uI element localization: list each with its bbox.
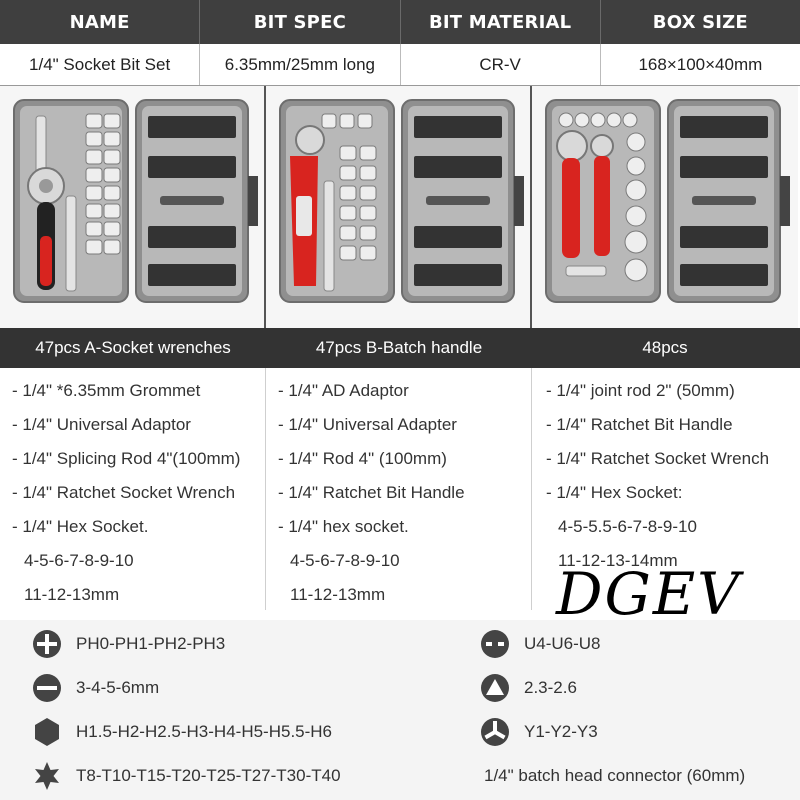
set-b-title: 47pcs B-Batch handle: [315, 338, 483, 357]
legend-item-connector: 1/4" batch head connector (60mm): [484, 756, 745, 796]
list-item: - 1/4" hex socket.: [278, 517, 409, 536]
value-name: 1/4" Socket Bit Set: [0, 44, 201, 85]
set-a-title: 47pcs A-Socket wrenches: [35, 338, 231, 357]
legend-item-slotted: 3-4-5-6mm: [32, 668, 159, 708]
product-photos: [0, 86, 800, 328]
legend-text: 1/4" batch head connector (60mm): [484, 766, 746, 785]
list-item: 11-12-13mm: [290, 585, 386, 604]
list-item: - 1/4" Rod 4" (100mm): [278, 449, 447, 468]
list-item: - 1/4" joint rod 2" (50mm): [546, 381, 735, 400]
set-b-list: - 1/4" AD Adaptor - 1/4" Universal Adapt…: [266, 368, 532, 610]
set-c-list: - 1/4" joint rod 2" (50mm) - 1/4" Ratche…: [532, 368, 798, 610]
list-item: - 1/4" Ratchet Bit Handle: [278, 483, 465, 502]
legend-item-torx: T8-T10-T15-T20-T25-T27-T30-T40: [32, 756, 341, 796]
header-box-size: BOX SIZE: [652, 11, 748, 33]
legend-text: PH0-PH1-PH2-PH3: [76, 634, 226, 653]
legend-item-triangle: 2.3-2.6: [480, 668, 577, 708]
set-a-list: - 1/4" *6.35mm Grommet - 1/4" Universal …: [0, 368, 266, 610]
list-item: 4-5-6-7-8-9-10: [290, 551, 400, 570]
set-c-title: 48pcs: [642, 338, 688, 357]
list-item: 11-12-13mm: [24, 585, 120, 604]
list-item: - 1/4" Hex Socket.: [12, 517, 149, 536]
list-item: - 1/4" AD Adaptor: [278, 381, 409, 400]
list-item: - 1/4" *6.35mm Grommet: [12, 381, 201, 400]
photo-set-b: [266, 86, 532, 328]
brand-logo: DGEV: [556, 560, 742, 628]
legend-text: H1.5-H2-H2.5-H3-H4-H5-H5.5-H6: [76, 722, 333, 741]
spec-table-header: NAME BIT SPEC BIT MATERIAL BOX SIZE: [0, 0, 800, 44]
legend-item-phillips: PH0-PH1-PH2-PH3: [32, 624, 225, 664]
set-content-lists: - 1/4" *6.35mm Grommet - 1/4" Universal …: [0, 368, 800, 610]
list-item: 4-5-5.5-6-7-8-9-10: [558, 517, 697, 536]
photo-set-a: [0, 86, 266, 328]
legend-item-hex: H1.5-H2-H2.5-H3-H4-H5-H5.5-H6: [32, 712, 332, 752]
value-box-size: 168×100×40mm: [638, 54, 763, 74]
list-item: - 1/4" Hex Socket:: [546, 483, 683, 502]
list-item: 4-5-6-7-8-9-10: [24, 551, 134, 570]
list-item: 11-12-13-14mm: [558, 551, 678, 570]
list-item: - 1/4" Universal Adaptor: [12, 415, 191, 434]
u-bit-icon: [481, 630, 509, 658]
legend-text: U4-U6-U8: [524, 634, 601, 653]
triangle-icon: [481, 674, 509, 702]
legend-text: 3-4-5-6mm: [76, 678, 160, 697]
legend-item-u-bit: U4-U6-U8: [480, 624, 601, 664]
header-bit-spec: BIT SPEC: [200, 0, 401, 44]
set-titles-band: 47pcs A-Socket wrenches 47pcs B-Batch ha…: [0, 328, 800, 368]
header-bit-material: BIT MATERIAL: [401, 0, 601, 44]
tri-wing-icon: [481, 718, 509, 746]
spec-table-values: 1/4" Socket Bit Set 6.35mm/25mm long CR-…: [0, 44, 800, 86]
legend-text: Y1-Y2-Y3: [524, 722, 598, 741]
value-bit-spec: 6.35mm/25mm long: [200, 44, 401, 85]
bit-legend: PH0-PH1-PH2-PH3 3-4-5-6mm H1.5-H2-H2.5-H…: [0, 620, 800, 800]
list-item: - 1/4" Ratchet Socket Wrench: [546, 449, 770, 468]
legend-item-tri-wing: Y1-Y2-Y3: [480, 712, 598, 752]
value-bit-material: CR-V: [401, 44, 601, 85]
legend-text: T8-T10-T15-T20-T25-T27-T30-T40: [76, 766, 341, 785]
list-item: - 1/4" Splicing Rod 4"(100mm): [12, 449, 241, 468]
photo-set-c: [532, 86, 798, 328]
list-item: - 1/4" Ratchet Socket Wrench: [12, 483, 236, 502]
torx-icon: [35, 762, 59, 790]
legend-text: 2.3-2.6: [524, 678, 577, 697]
list-item: - 1/4" Ratchet Bit Handle: [546, 415, 733, 434]
hex-icon: [35, 718, 59, 746]
header-name: NAME: [0, 0, 201, 44]
phillips-icon: [33, 630, 61, 658]
list-item: - 1/4" Universal Adapter: [278, 415, 457, 434]
slotted-icon: [33, 674, 61, 702]
